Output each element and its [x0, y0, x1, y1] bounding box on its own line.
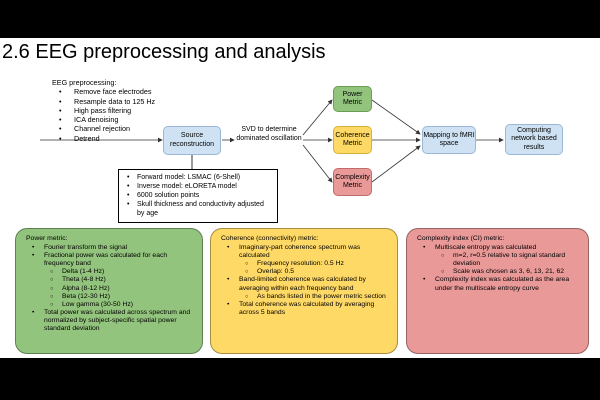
panel-subitem: Frequency resolution: 0.5 Hz: [221, 260, 391, 268]
panel-subitem: Overlap: 0.5: [221, 268, 391, 276]
panel-item: Total coherence was calculated by averag…: [221, 301, 391, 317]
arrow-svd-to-complexity: [302, 144, 333, 183]
complexity-metric-panel: Complexity index (CI) metric: Multiscale…: [406, 228, 589, 354]
panel-subitem: Theta (4-8 Hz): [26, 276, 196, 284]
panel-item: Fourier transform the signal: [26, 244, 196, 252]
panel-heading: Complexity index (CI) metric:: [417, 235, 505, 242]
preprocessing-heading: EEG preprocessing:: [52, 78, 117, 87]
panel-subitem: m=2, r=0.5 relative to signal standard d…: [417, 252, 582, 268]
svd-node: SVD to determine dominated oscillation: [236, 126, 302, 142]
panel-subitem: Alpha (8-12 Hz): [26, 285, 196, 293]
source-reconstruction-node: Source reconstruction: [163, 126, 221, 155]
panel-subitem: Beta (12-30 Hz): [26, 293, 196, 301]
coherence-metric-panel: Coherence (connectivity) metric: Imagina…: [210, 228, 398, 354]
panel-item: Fractional power was calculated for each…: [26, 252, 196, 268]
panel-subitem: As bands listed in the power metric sect…: [221, 293, 391, 301]
preprocessing-item: ICA denoising: [52, 115, 155, 125]
panel-subitem: Scale was chosen as 3, 6, 13, 21, 62: [417, 268, 582, 276]
panel-item: Band-limited coherence was calculated by…: [221, 276, 391, 292]
page-title: 2.6 EEG preprocessing and analysis: [2, 41, 326, 63]
mapping-fmri-node: Mapping to fMRI space: [422, 126, 476, 154]
source-detail-item: Skull thickness and conductivity adjuste…: [123, 200, 273, 218]
preprocessing-item: Remove face electrodes: [52, 87, 155, 97]
source-details-callout: Forward model: LSMAC (6-Shell) Inverse m…: [118, 169, 278, 223]
panel-subitem: Delta (1-4 Hz): [26, 268, 196, 276]
power-metric-node: Power Metric: [333, 86, 372, 112]
preprocessing-item: Resample data to 125 Hz: [52, 97, 155, 107]
arrow-complexity-to-mapping: [371, 145, 421, 183]
coherence-metric-node: Coherence Metric: [333, 126, 372, 154]
panel-item: Total power was calculated across spectr…: [26, 309, 196, 333]
complexity-metric-node: Complexity Metric: [333, 168, 372, 196]
panel-item: Multiscale entropy was calculated: [417, 244, 582, 252]
panel-subitem: Low gamma (30-50 Hz): [26, 301, 196, 309]
preprocessing-item: Channel rejection: [52, 124, 155, 134]
panel-heading: Power metric:: [26, 235, 68, 242]
power-metric-panel: Power metric: Fourier transform the sign…: [15, 228, 203, 354]
network-results-node: Computing network based results: [505, 124, 563, 155]
source-detail-item: Inverse model: eLORETA model: [123, 182, 273, 191]
arrow-power-to-mapping: [371, 99, 421, 135]
preprocessing-item: High pass filtering: [52, 106, 155, 116]
preprocessing-list: EEG preprocessing: Remove face electrode…: [52, 78, 155, 143]
preprocessing-item: Detrend: [52, 134, 155, 144]
slide: 2.6 EEG preprocessing and analysis EEG p…: [0, 38, 600, 358]
panel-item: Imaginary-part coherence spectrum was ca…: [221, 244, 391, 260]
panel-heading: Coherence (connectivity) metric:: [221, 235, 319, 242]
source-detail-item: Forward model: LSMAC (6-Shell): [123, 173, 273, 182]
panel-item: Complexity index was calculated as the a…: [417, 276, 582, 292]
arrow-svd-to-power: [302, 99, 333, 136]
source-detail-item: 6000 solution points: [123, 191, 273, 200]
